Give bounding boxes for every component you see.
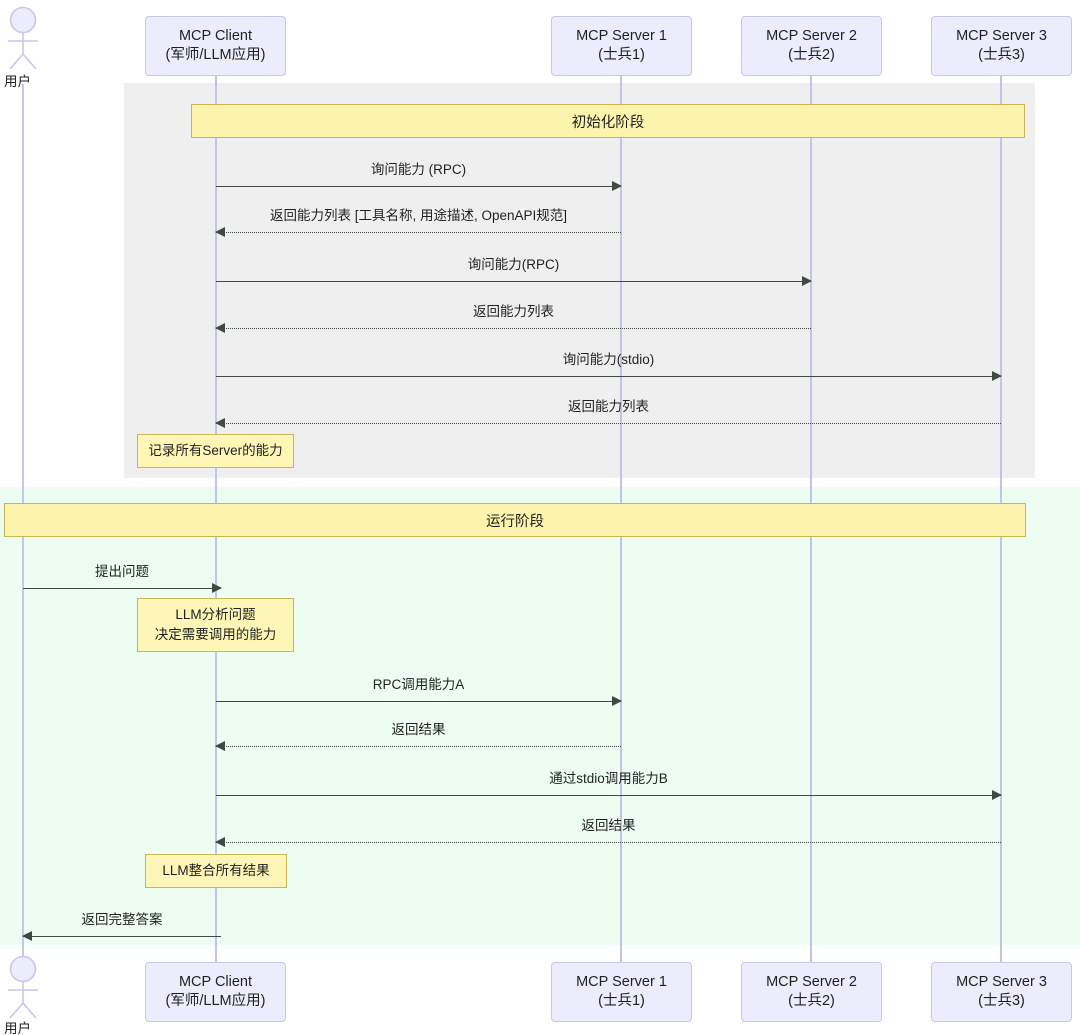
- message-label: 提出问题: [95, 564, 149, 579]
- arrow-head-left-icon: [215, 837, 225, 847]
- message-line: [216, 423, 1001, 424]
- arrow-head-left-icon: [215, 741, 225, 751]
- message-line: [216, 795, 1001, 796]
- participant-mcp-server-2-bottom-line1: MCP Server 2: [766, 974, 857, 990]
- phase-banner-run-label: 运行阶段: [486, 513, 544, 530]
- message-line: [216, 376, 1001, 377]
- arrow-head-right-icon: [992, 371, 1002, 381]
- arrow-head-right-icon: [612, 696, 622, 706]
- phase-banner-init-label: 初始化阶段: [571, 114, 645, 131]
- participant-mcp-server-3-top-line1: MCP Server 3: [956, 28, 1047, 44]
- message-line: [216, 281, 811, 282]
- actor-user-bottom-label: 用户: [4, 1021, 31, 1035]
- participant-mcp-client-bottom-line2: (军师/LLM应用): [165, 993, 266, 1009]
- message-label: 询问能力(stdio): [562, 352, 655, 367]
- arrow-head-right-icon: [212, 583, 222, 593]
- message-line: [216, 232, 621, 233]
- participant-mcp-server-3-bottom-line1: MCP Server 3: [956, 974, 1047, 990]
- message-line: [216, 701, 621, 702]
- participant-mcp-server-1-bottom-line1: MCP Server 1: [576, 974, 667, 990]
- participant-mcp-server-2-top-line2: (士兵2): [788, 47, 835, 63]
- participant-mcp-server-1-bottom[interactable]: MCP Server 1 (士兵1): [551, 962, 692, 1022]
- message-label: 返回能力列表 [工具名称, 用途描述, OpenAPI规范]: [269, 208, 568, 223]
- message-label: 返回结果: [581, 818, 636, 833]
- arrow-head-right-icon: [612, 181, 622, 191]
- note-record-server-capabilities: 记录所有Server的能力: [137, 434, 294, 468]
- note-llm-integrate-results: LLM整合所有结果: [145, 854, 287, 888]
- note-line2: 决定需要调用的能力: [154, 627, 277, 642]
- message-line: [216, 842, 1001, 843]
- participant-mcp-client-bottom-line1: MCP Client: [178, 974, 253, 990]
- participant-mcp-server-2-bottom-line2: (士兵2): [788, 993, 835, 1009]
- message-line: [216, 746, 621, 747]
- participant-mcp-server-1-top-line2: (士兵1): [598, 47, 645, 63]
- note-llm-analyze-question: LLM分析问题 决定需要调用的能力: [137, 598, 294, 652]
- participant-mcp-server-1-top[interactable]: MCP Server 1 (士兵1): [551, 16, 692, 76]
- participant-mcp-client-top-line1: MCP Client: [178, 28, 253, 44]
- message-line: [216, 328, 811, 329]
- message-label: 返回能力列表: [568, 399, 649, 414]
- note-line1: LLM分析问题: [175, 607, 256, 622]
- actor-user-bottom: [2, 955, 46, 1021]
- arrow-head-left-icon: [22, 931, 32, 941]
- actor-user-top: [2, 6, 46, 72]
- participant-mcp-server-3-bottom[interactable]: MCP Server 3 (士兵3): [931, 962, 1072, 1022]
- user-stick-figure-icon: [8, 6, 38, 70]
- participant-mcp-server-2-top[interactable]: MCP Server 2 (士兵2): [741, 16, 882, 76]
- participant-mcp-server-3-bottom-line2: (士兵3): [978, 993, 1025, 1009]
- participant-mcp-server-1-bottom-line2: (士兵1): [598, 993, 645, 1009]
- arrow-head-left-icon: [215, 227, 225, 237]
- participant-mcp-server-3-top[interactable]: MCP Server 3 (士兵3): [931, 16, 1072, 76]
- message-label: 通过stdio调用能力B: [549, 771, 668, 786]
- arrow-head-right-icon: [992, 790, 1002, 800]
- note-line1: LLM整合所有结果: [162, 863, 270, 878]
- arrow-head-left-icon: [215, 418, 225, 428]
- message-line: [23, 936, 221, 937]
- participant-mcp-server-3-top-line2: (士兵3): [978, 47, 1025, 63]
- message-label: 询问能力 (RPC): [370, 162, 467, 177]
- message-line: [216, 186, 621, 187]
- participant-mcp-server-1-top-line1: MCP Server 1: [576, 28, 667, 44]
- message-label: 返回能力列表: [473, 304, 554, 319]
- init-phase-region: [124, 83, 1035, 478]
- arrow-head-right-icon: [802, 276, 812, 286]
- participant-mcp-client-top[interactable]: MCP Client (军师/LLM应用): [145, 16, 286, 76]
- message-label: 询问能力(RPC): [467, 257, 560, 272]
- phase-banner-run: 运行阶段: [4, 503, 1026, 537]
- note-line1: 记录所有Server的能力: [148, 443, 283, 458]
- arrow-head-left-icon: [215, 323, 225, 333]
- participant-mcp-server-2-bottom[interactable]: MCP Server 2 (士兵2): [741, 962, 882, 1022]
- message-label: 返回结果: [391, 722, 446, 737]
- participant-mcp-client-top-line2: (军师/LLM应用): [165, 47, 266, 63]
- message-line: [23, 588, 221, 589]
- actor-user-top-label: 用户: [4, 74, 31, 89]
- message-label: 返回完整答案: [81, 912, 163, 927]
- message-label: RPC调用能力A: [372, 677, 465, 692]
- user-stick-figure-icon: [8, 955, 38, 1019]
- participant-mcp-client-bottom[interactable]: MCP Client (军师/LLM应用): [145, 962, 286, 1022]
- phase-banner-init: 初始化阶段: [191, 104, 1025, 138]
- participant-mcp-server-2-top-line1: MCP Server 2: [766, 28, 857, 44]
